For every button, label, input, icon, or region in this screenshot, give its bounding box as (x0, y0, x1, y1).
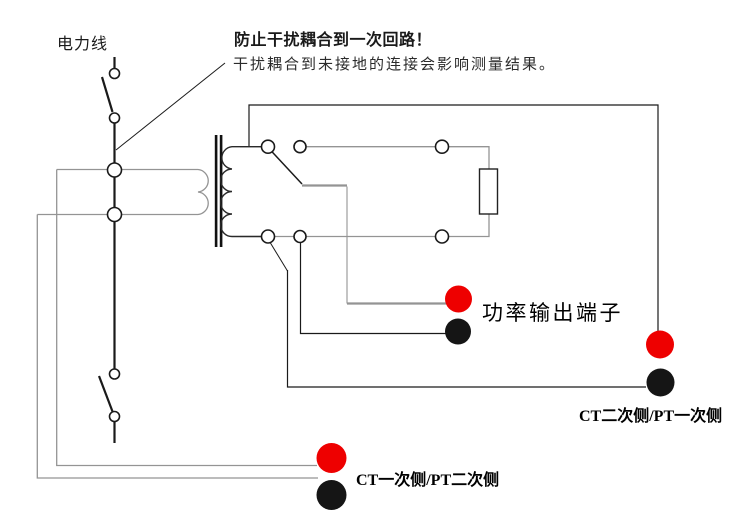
switch1-contact-bottom (108, 112, 121, 124)
secondary-contact-bottom-3 (434, 229, 450, 244)
secondary-contact-top-2 (293, 139, 307, 154)
power-line-switch1-blade (100, 76, 114, 113)
warning-title: 防止干扰耦合到一次回路！ (234, 32, 433, 49)
top-outer-wire (248, 104, 659, 331)
junction-contact-top (106, 162, 123, 178)
resistor-bottom-wire (448, 214, 490, 238)
junction-contact-bottom (106, 206, 123, 223)
ct-primary-red-terminal (316, 443, 347, 473)
terminals (316, 285, 675, 510)
power-line-switch2-blade (97, 375, 114, 412)
transformer-secondary-coil (220, 146, 262, 238)
warning-subtitle: 干扰耦合到未接地的连接会影响测量结果。 (233, 57, 557, 73)
transformer-core-bar-right (219, 135, 223, 247)
switch2-contact-top (108, 368, 121, 380)
left-rail-outer (36, 214, 318, 479)
primary-side-wires (36, 168, 318, 479)
ct-primary-black-terminal (316, 480, 347, 510)
ct-secondary-label: CT二次侧/PT一次侧 (579, 408, 723, 425)
secondary-contact-bottom-1 (260, 229, 276, 244)
secondary-switch-blade-top (267, 147, 303, 185)
ct-secondary-black-terminal (646, 368, 675, 397)
secondary-loop-wires (240, 146, 490, 305)
annotation-pointer-line (115, 62, 226, 151)
left-rail-inner (56, 169, 317, 467)
black-wires (115, 62, 659, 388)
switch1-contact-top (108, 67, 121, 80)
ct-primary-label: CT一次侧/PT二次侧 (356, 472, 500, 489)
bottom-rail (286, 270, 646, 388)
ct-secondary-red-terminal (646, 330, 674, 359)
transformer-primary-coil (37, 168, 209, 216)
power-line (97, 57, 116, 443)
secondary-contact-bottom-2 (293, 229, 307, 244)
power-line-label: 电力线 (57, 36, 109, 53)
secondary-contact-top-1 (260, 139, 276, 154)
contact-circles (106, 67, 450, 423)
secondary-switch-blade-bottom (267, 238, 288, 272)
transformer-core-bar-left (214, 135, 218, 247)
load-resistor (478, 168, 499, 215)
switch2-contact-bottom (108, 410, 121, 423)
transformer (214, 135, 262, 247)
power-output-red-terminal (445, 285, 472, 313)
secondary-contact-top-3 (434, 139, 450, 154)
black-terminal-feed (299, 243, 446, 335)
power-output-black-terminal (445, 318, 471, 345)
resistor-top-wire (448, 146, 490, 169)
power-output-label: 功率输出端子 (482, 301, 623, 325)
